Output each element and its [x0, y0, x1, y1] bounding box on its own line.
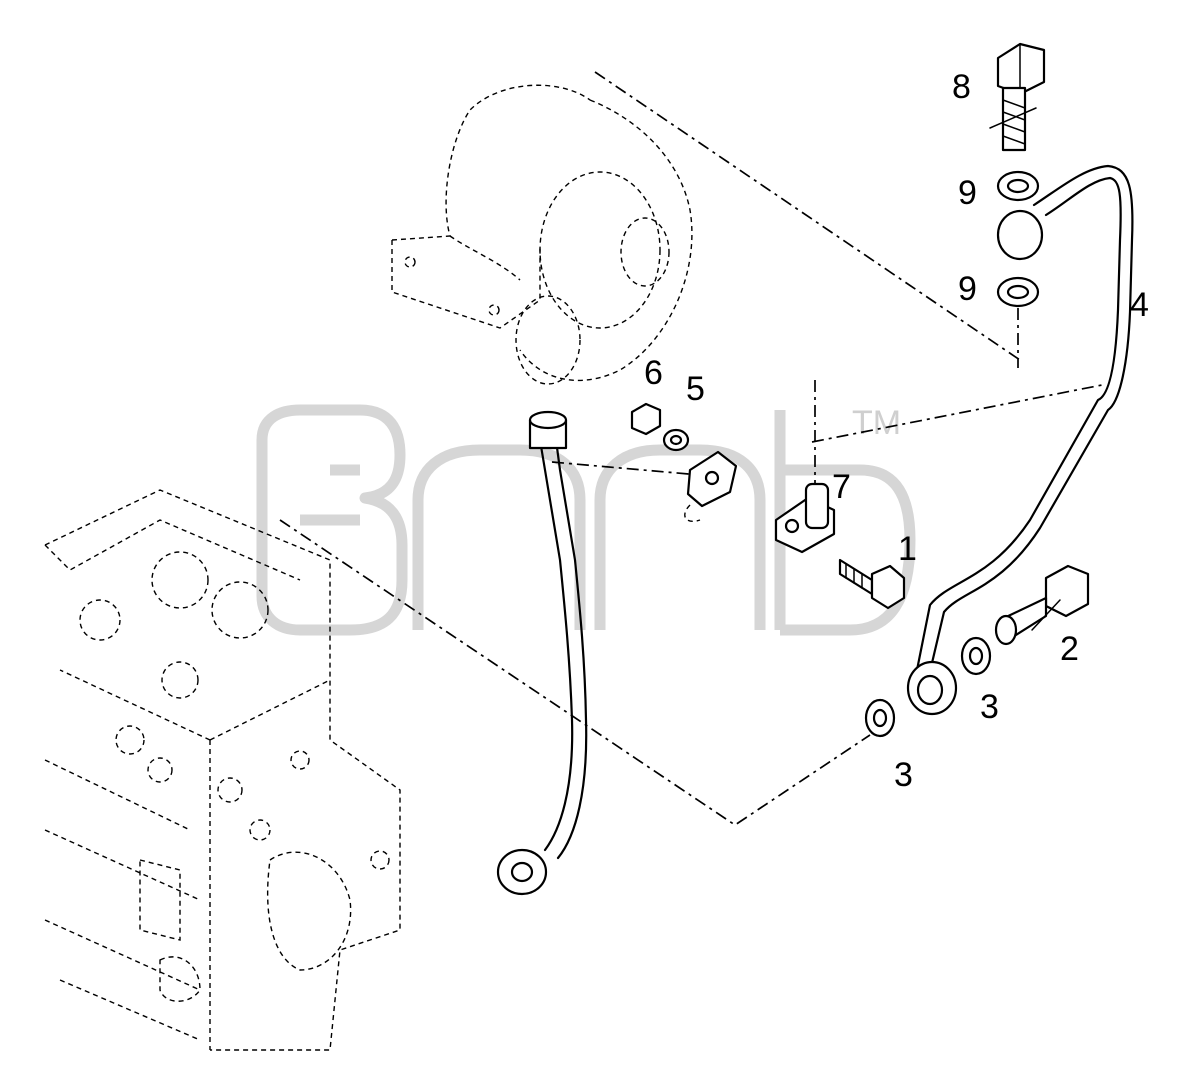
- gasket-7: [774, 482, 836, 554]
- banjo-bolt-8: [989, 42, 1046, 152]
- trademark-mark: TM: [852, 404, 901, 442]
- callout-1: 1: [898, 530, 917, 568]
- callout-labels: 8 9 9 4 6 5 7 1 2 3 3: [644, 68, 1149, 794]
- callout-4: 4: [1130, 286, 1149, 324]
- nut-6: [630, 402, 662, 436]
- turbocharger: [391, 84, 693, 385]
- washer-9-lower: [996, 276, 1040, 308]
- callout-3-left: 3: [894, 756, 913, 794]
- callout-2: 2: [1060, 630, 1079, 668]
- washer-3-right: [960, 636, 992, 676]
- engine-block: [44, 489, 401, 1051]
- callout-3-right: 3: [980, 688, 999, 726]
- oil-return-pipe: [496, 410, 588, 896]
- banjo-bolt-2: [994, 564, 1090, 646]
- callout-7: 7: [832, 468, 851, 506]
- bolt-1: [838, 558, 906, 610]
- flange-plate: [684, 450, 738, 522]
- washer-3-left: [864, 698, 896, 738]
- oil-inlet-pipe: [906, 164, 1134, 716]
- callout-8: 8: [952, 68, 971, 106]
- callout-6: 6: [644, 354, 663, 392]
- washer-9-upper: [996, 170, 1040, 202]
- callout-9-upper: 9: [958, 174, 977, 212]
- callout-9-lower: 9: [958, 270, 977, 308]
- washer-5: [662, 428, 690, 452]
- leader-lines: [279, 71, 1103, 827]
- callout-5: 5: [686, 370, 705, 408]
